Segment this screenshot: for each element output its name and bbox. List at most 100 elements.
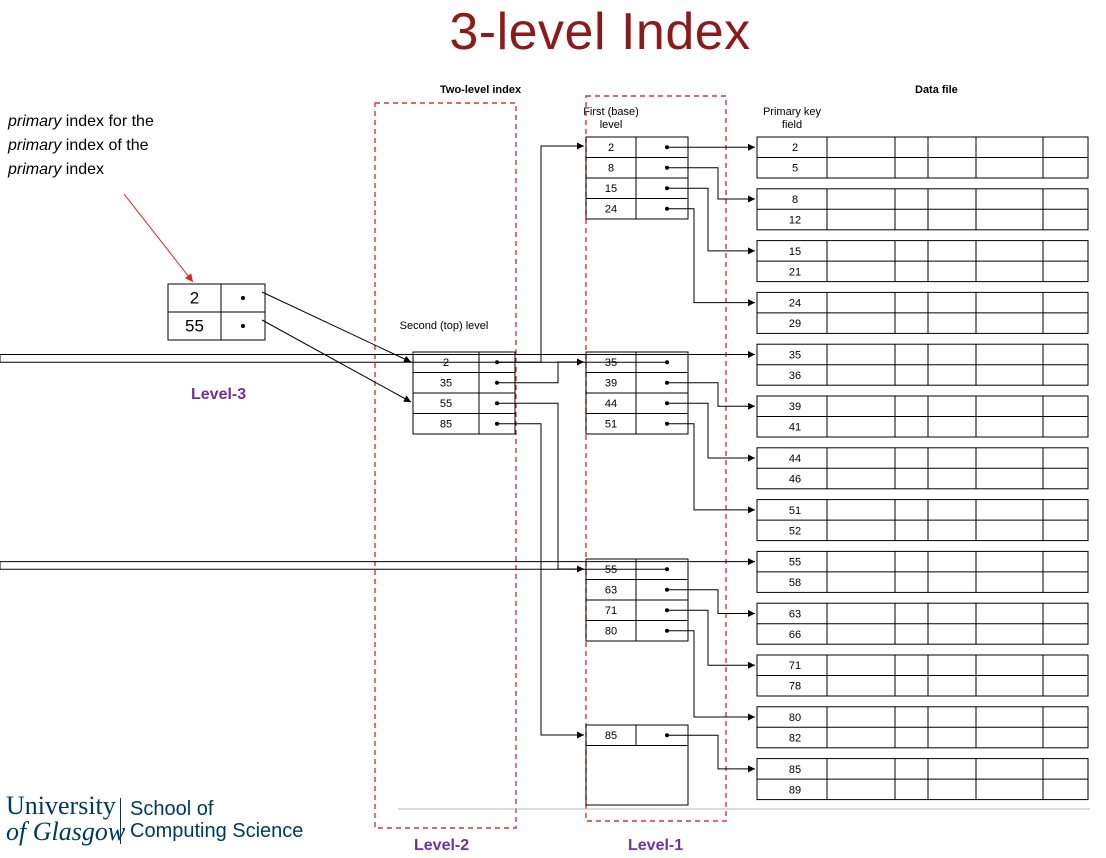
level1-pointer-dot: [665, 165, 669, 170]
data-key-value: 39: [789, 401, 801, 413]
level1-pointer-dot: [665, 733, 669, 738]
level2-key-value: 55: [440, 398, 452, 410]
data-key-value: 52: [789, 525, 801, 537]
note-text-1: index for the: [61, 113, 154, 130]
data-key-value: 78: [789, 681, 801, 693]
arrow-level1-to-data: [0, 350, 755, 363]
level1-pointer-dot: [665, 186, 669, 191]
data-key-value: 35: [789, 349, 801, 361]
data-key-value: 46: [789, 473, 801, 485]
arrow-level1-to-data: [0, 558, 755, 570]
data-key-value: 41: [789, 422, 801, 434]
data-key-value: 12: [789, 214, 801, 226]
level1-pointer-dot: [665, 421, 669, 426]
level1-key-value: 85: [605, 730, 617, 742]
logo-university-text: University of Glasgow: [6, 793, 125, 845]
level1-key-value: 44: [605, 398, 617, 410]
data-key-value: 15: [789, 246, 801, 258]
data-key-value: 71: [789, 660, 801, 672]
level3-key-value: 55: [185, 316, 204, 335]
note-italic-3: primary: [8, 161, 62, 178]
arrow-level3-to-level2-top: [261, 291, 412, 363]
arrow-level1-to-data: [667, 589, 755, 617]
arrow-level1-to-data: [667, 630, 755, 721]
arrow-level1-to-data: [667, 609, 755, 669]
logo-school-line2: Computing Science: [130, 820, 304, 842]
level1-key-value: 55: [605, 564, 617, 576]
level1-pointer-dot: [665, 608, 669, 613]
logo-school-line1: School of: [130, 798, 214, 820]
arrow-level1-to-data: [667, 187, 755, 255]
data-key-value: 5: [792, 163, 798, 175]
data-key-value: 85: [789, 764, 801, 776]
note-arrow: [123, 193, 194, 283]
level1-key-value: 8: [608, 163, 614, 175]
data-key-value: 66: [789, 629, 801, 641]
first-level-header: First (base) level: [583, 106, 639, 131]
level2-key-value: 2: [443, 357, 449, 369]
data-key-value: 58: [789, 577, 801, 589]
logo-school-text: School of Computing Science: [130, 798, 303, 842]
logo-university: University: [6, 791, 116, 820]
logo-divider: [120, 798, 121, 844]
level1-key-value: 35: [605, 357, 617, 369]
slide-title: 3-level Index: [449, 3, 751, 61]
level2-key-value: 85: [440, 419, 452, 431]
level3-label: Level-3: [191, 386, 247, 403]
data-key-value: 24: [789, 298, 801, 310]
data-key-value: 51: [789, 505, 801, 517]
data-key-value: 63: [789, 608, 801, 620]
arrow-level1-to-data: [667, 382, 755, 410]
arrow-level1-to-data: [667, 734, 755, 773]
data-key-value: 80: [789, 712, 801, 724]
level3-pointer-dot: [241, 324, 245, 328]
arrow-level1-to-data: [667, 423, 755, 514]
data-key-value: 44: [789, 453, 801, 465]
level1-key-value: 51: [605, 419, 617, 431]
level2-dashed-box: [374, 102, 517, 829]
level1-pointer-dot: [665, 587, 669, 592]
logo-of-glasgow: of Glasgow: [6, 817, 126, 846]
level1-label: Level-1: [628, 837, 684, 854]
level2-label: Level-2: [414, 837, 470, 854]
level1-pointer-dot: [665, 628, 669, 633]
level1-key-value: 2: [608, 142, 614, 154]
data-key-value: 2: [792, 142, 798, 154]
note-text-2: index of the: [61, 137, 149, 154]
level1-pointer-dot: [665, 380, 669, 385]
arrow-level1-to-data: [667, 402, 755, 462]
level2-pointer-dot: [495, 421, 499, 426]
data-key-value: 21: [789, 266, 801, 278]
data-key-value: 29: [789, 318, 801, 330]
data-key-value: 36: [789, 370, 801, 382]
level2-key-value: 35: [440, 378, 452, 390]
level1-key-value: 24: [605, 204, 617, 216]
level3-pointer-dot: [241, 296, 245, 300]
level3-note: primary index for the primary index of t…: [8, 110, 228, 182]
level3-key-value: 2: [190, 288, 199, 307]
note-italic-2: primary: [8, 137, 62, 154]
note-italic-1: primary: [8, 113, 62, 130]
data-key-value: 55: [789, 557, 801, 569]
primary-key-field-header: Primary key field: [762, 106, 822, 131]
data-key-value: 82: [789, 732, 801, 744]
level1-key-value: 80: [605, 626, 617, 638]
second-level-header: Second (top) level: [399, 320, 489, 332]
level1-key-value: 63: [605, 585, 617, 597]
level1-pointer-dot: [665, 360, 669, 365]
note-text-3: index: [61, 161, 105, 178]
level1-pointer-dot: [665, 567, 669, 572]
arrow-level2-to-block4: [497, 423, 584, 739]
arrow-level3-to-level2-55: [261, 319, 412, 403]
level3-pointer-cell: [220, 311, 266, 341]
level1-block: [585, 724, 689, 806]
level1-key-value: 15: [605, 183, 617, 195]
level1-pointer-dot: [665, 145, 669, 150]
arrow-level1-to-data: [667, 208, 755, 307]
level1-key-value: 39: [605, 378, 617, 390]
two-level-index-header: Two-level index: [440, 84, 522, 96]
arrow-level2-to-block1: [497, 142, 584, 363]
level1-key-value: 71: [605, 605, 617, 617]
data-key-value: 89: [789, 784, 801, 796]
